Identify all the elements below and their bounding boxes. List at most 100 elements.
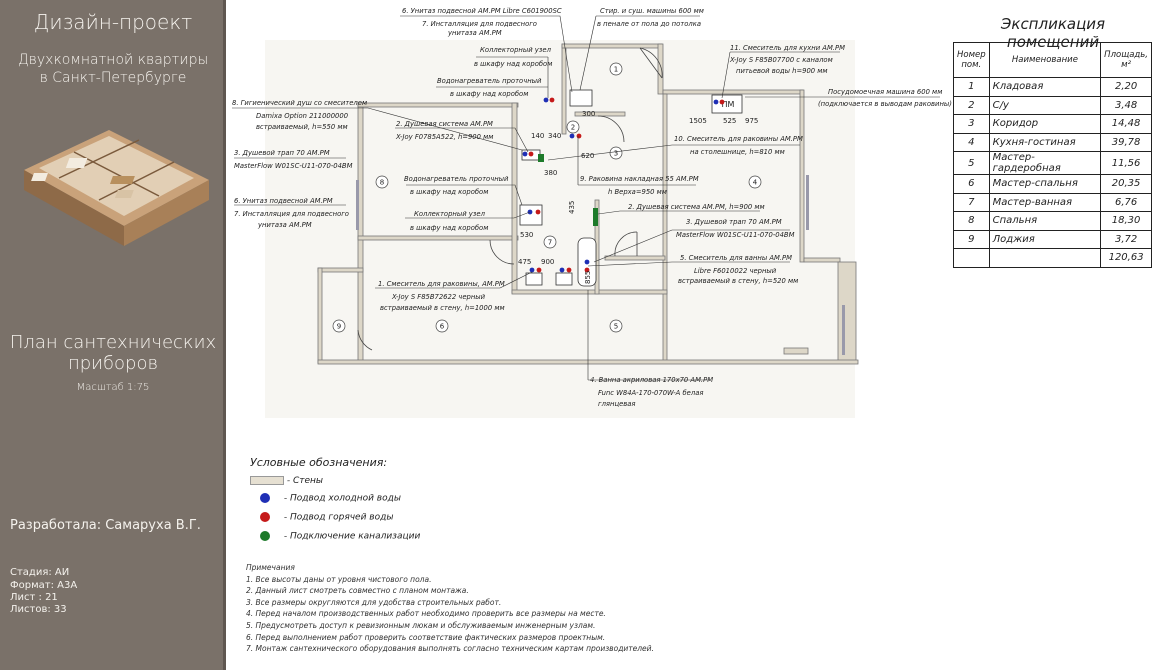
room-number: 7	[548, 239, 552, 247]
legend-label: - Стены	[286, 476, 324, 486]
room-area: 14,48	[1100, 114, 1152, 134]
callout: унитаза AM.PM	[447, 29, 502, 37]
sheet-count: Листов: 33	[10, 604, 67, 615]
doors	[357, 47, 663, 351]
room-number: 4	[753, 179, 758, 187]
format: Формат: А3А	[10, 580, 78, 591]
room-area: 3,48	[1100, 95, 1152, 115]
room-name: Мастер-гардеробная	[988, 151, 1102, 175]
plan-scale: Масштаб 1:75	[76, 382, 150, 393]
legend-item-hot-water: - Подвод горячей воды	[250, 512, 393, 523]
callout: 1. Смеситель для раковины, AM.PM	[378, 280, 505, 288]
callout: в шкафу над коробом	[450, 90, 528, 98]
sheet-number: Лист : 21	[10, 592, 58, 603]
sewage-dot-icon	[260, 531, 270, 541]
room-number: 5	[614, 323, 618, 331]
callout: Коллекторный узел	[414, 210, 486, 218]
window	[806, 175, 809, 230]
callout: (подключается в выводам раковины)	[818, 100, 952, 108]
room-number: 2	[571, 124, 575, 132]
room-area: 2,20	[1100, 77, 1152, 97]
callout: MasterFlow W01SC-U11-070-04BM	[676, 231, 795, 239]
leader-lines	[232, 15, 940, 381]
callout: 6. Унитаз подвесной AM.PM	[234, 197, 333, 205]
room-area: 11,56	[1100, 151, 1152, 175]
room-number: 1	[614, 66, 618, 74]
legend-title: Условные обозначения:	[250, 456, 388, 469]
callout: Водонагреватель проточный	[404, 175, 509, 183]
callout: X-Joy S F85B07700 с каналом	[729, 56, 833, 64]
dishwasher-label: ПМ	[722, 100, 735, 109]
callout: унитаза AM.PM	[257, 221, 312, 229]
pipe-markers	[522, 97, 725, 273]
callout: 5. Смеситель для ванны AM.PM	[680, 254, 792, 262]
header-name: Наименование	[988, 42, 1102, 78]
total-area: 120,63	[1100, 248, 1152, 268]
hot-water-dot-icon	[260, 512, 270, 522]
callout: встраиваемый в стену, h=520 мм	[678, 277, 798, 285]
dimension: 300	[582, 110, 595, 118]
callout: 4. Ванна акриловая 170х70 AM.PM	[590, 376, 713, 384]
dimension: 975	[745, 117, 758, 125]
plan-title-line1: План сантехнических	[9, 332, 217, 353]
callout: 11. Смеситель для кухни AM.PM	[730, 44, 845, 52]
room-area: 20,35	[1100, 174, 1152, 194]
callout: в шкафу над коробом	[410, 224, 488, 232]
sidebar-divider	[223, 0, 226, 670]
room-area: 39,78	[1100, 132, 1152, 152]
room-number: 8	[380, 179, 384, 187]
callout: Func W84A-170-070W-A белая	[598, 389, 703, 397]
author: Разработала: Самаруха В.Г.	[10, 518, 201, 533]
stage: Стадия: АИ	[10, 567, 70, 578]
callout: Посудомоечная машина 600 мм	[828, 88, 942, 96]
room-area: 18,30	[1100, 211, 1152, 231]
callout: 2. Душевая система AM.PM, h=900 мм	[628, 203, 765, 211]
table-header-row: Номер пом. Наименование Площадь, м²	[953, 42, 1152, 78]
room-num: 4	[953, 132, 990, 152]
room-area: 6,76	[1100, 192, 1152, 212]
callout: в шкафу над коробом	[474, 60, 552, 68]
window	[356, 180, 359, 230]
room-num: 8	[953, 211, 990, 231]
note-item: 2. Данный лист смотреть совместно с план…	[246, 586, 469, 596]
dimension: 340	[548, 132, 561, 140]
dimension: 435	[568, 201, 576, 214]
plan-title-line2: приборов	[67, 353, 159, 374]
note-item: 1. Все высоты даны от уровня чистового п…	[246, 574, 432, 584]
room-num: 9	[953, 229, 990, 249]
note-item: 7. Монтаж сантехнического оборудования в…	[246, 644, 654, 654]
callout: h Верха=950 мм	[608, 188, 667, 196]
callout: встраиваемый, h=550 мм	[256, 123, 348, 131]
dimension-labels: 300 140 340 620 380 1505 525 975 530 475…	[518, 110, 758, 284]
header-area: Площадь, м²	[1100, 42, 1152, 78]
callout: Водонагреватель проточный	[437, 77, 542, 85]
room-num: 1	[953, 77, 990, 97]
room-area: 3,72	[1100, 229, 1152, 249]
note-item: 5. Предусмотреть доступ к ревизионным лю…	[246, 620, 596, 630]
dimension: 855	[584, 271, 592, 284]
window	[842, 305, 845, 355]
callout: встраиваемый в стену, h=1000 мм	[380, 304, 505, 312]
table-total-row: 120,63	[953, 248, 1152, 268]
callout: на столешнице, h=810 мм	[690, 148, 785, 156]
project-subtitle-line2: в Санкт-Петербурге	[39, 70, 187, 86]
plumbing-floor-plan: ПМ 1 2 3 4 5 6 7 8 9 300 140 340 620 380…	[232, 7, 952, 418]
callout: X-Joy F0785A522, h=900 мм	[395, 133, 493, 141]
dimension: 620	[581, 152, 594, 160]
callout: в пенале от пола до потолка	[597, 20, 701, 28]
dimension: 140	[531, 132, 544, 140]
callout: глянцевая	[598, 400, 636, 408]
callout: 9. Раковина накладная 55 AM.PM	[580, 175, 699, 183]
room-name: Кладовая	[988, 77, 1102, 97]
callout: 6. Унитаз подвесной AM.PM Libre C601900S…	[402, 7, 562, 15]
room-number: 3	[614, 150, 618, 158]
project-title: Дизайн-проект	[33, 10, 193, 34]
project-subtitle-line1: Двухкомнатной квартиры	[17, 52, 209, 68]
